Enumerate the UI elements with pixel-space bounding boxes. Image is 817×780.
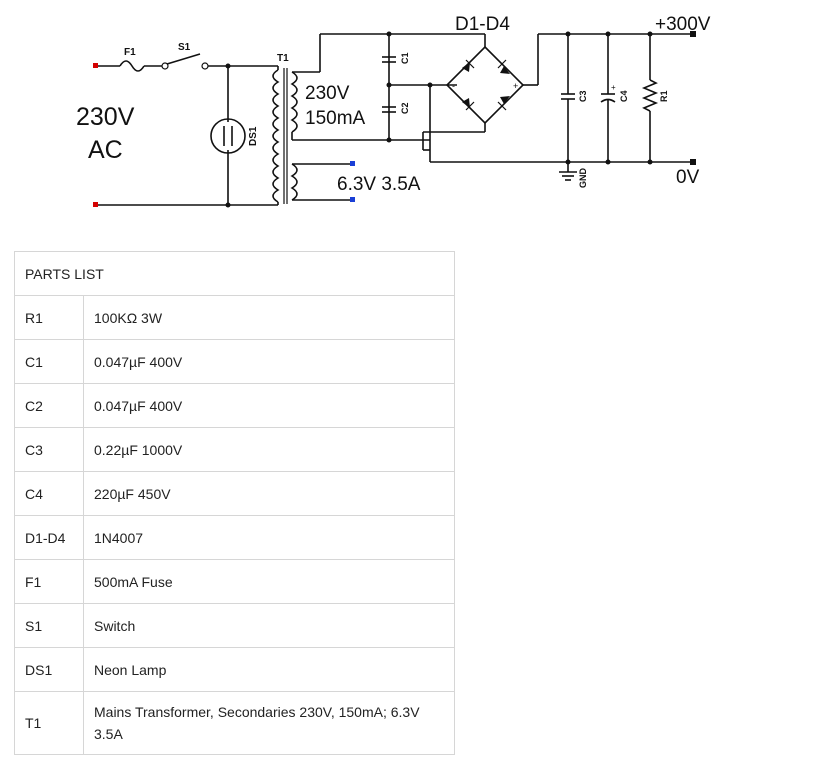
diode-d4 [500,96,510,104]
junction-dot [647,159,653,165]
label-output-positive: +300V [655,14,711,35]
junction-dot [225,202,231,208]
bridge-rectifier-d1-d4 [445,45,525,125]
label-r1: R1 [659,90,669,102]
heater-terminal-bottom [350,197,355,202]
part-ref: C3 [14,427,84,472]
output-positive-terminal [690,31,696,37]
switch-s1-lever [166,53,201,65]
transformer-primary-winding [272,69,280,203]
parts-list-header: PARTS LIST [14,251,455,296]
part-value: 0.047µF 400V [83,339,455,384]
label-f1: F1 [124,47,136,58]
output-zero-terminal [690,159,696,165]
diode-bar [465,101,475,111]
part-value: 500mA Fuse [83,559,455,604]
heater-terminal-top [350,161,355,166]
part-value: Neon Lamp [83,647,455,692]
junction-dot [565,31,571,37]
mains-neutral-terminal [93,202,98,207]
transformer-secondary-230v-winding [290,71,298,133]
diode-bar [497,101,507,111]
bridge-minus-sign: - [452,81,455,91]
switch-contact-left [161,62,169,70]
label-gnd: GND [578,168,588,189]
label-bridge: D1-D4 [455,14,510,35]
diode-d2 [500,66,510,74]
label-ds1: DS1 [248,126,259,146]
label-c2: C2 [400,102,410,114]
part-ref: D1-D4 [14,515,84,560]
junction-dot [605,159,611,165]
part-value: 100KΩ 3W [83,295,455,340]
junction-dot [386,31,392,37]
diode-bar [497,59,507,69]
label-secondary-current: 150mA [305,108,366,129]
part-ref: C4 [14,471,84,516]
label-c3: C3 [578,90,588,102]
label-s1: S1 [178,42,191,53]
fuse-f1 [119,60,145,72]
label-input-voltage: 230V [76,103,135,131]
mains-live-terminal [93,63,98,68]
label-c4: C4 [619,90,629,102]
label-heater-winding: 6.3V 3.5A [337,174,421,195]
diode-d3 [462,98,470,108]
part-value: 220µF 450V [83,471,455,516]
junction-dot [647,31,653,37]
capacitor-c4-curved-plate [600,98,616,103]
part-ref: DS1 [14,647,84,692]
part-ref: C1 [14,339,84,384]
part-ref: R1 [14,295,84,340]
c4-polarity-sign: + [611,83,616,92]
junction-dot [386,82,392,88]
junction-dot [386,137,392,143]
diode-bar [465,59,475,69]
part-value: 1N4007 [83,515,455,560]
label-t1: T1 [277,53,289,64]
part-ref: F1 [14,559,84,604]
label-c1: C1 [400,52,410,64]
junction-dot [225,63,231,69]
diode-d1 [462,62,470,72]
label-input-ac: AC [88,136,123,164]
neon-lamp-ds1 [210,118,246,154]
part-value: 0.047µF 400V [83,383,455,428]
part-value: Switch [83,603,455,648]
schematic-diagram: + - + F1 S1 T1 DS1 C1 C2 C3 C4 R1 GND D1… [76,14,711,208]
transformer-heater-winding [290,163,298,201]
junction-dot [605,31,611,37]
label-output-zero: 0V [676,167,700,188]
part-ref: T1 [14,691,84,755]
label-secondary-voltage: 230V [305,83,350,104]
resistor-r1 [641,79,659,112]
junction-dot [565,159,571,165]
bridge-plus-sign: + [513,81,518,91]
part-ref: S1 [14,603,84,648]
part-value: Mains Transformer, Secondaries 230V, 150… [83,691,455,755]
switch-contact-right [201,62,209,70]
part-ref: C2 [14,383,84,428]
part-value: 0.22µF 1000V [83,427,455,472]
